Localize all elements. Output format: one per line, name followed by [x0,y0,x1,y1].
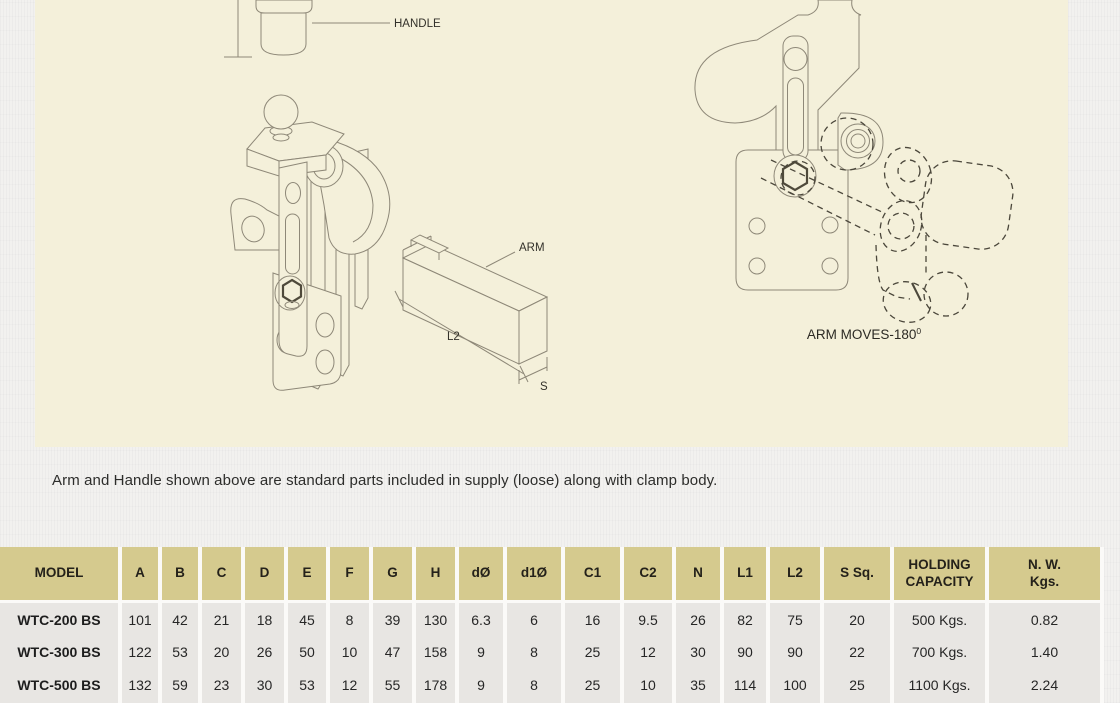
column-header: A [122,547,158,603]
value-cell: 12 [330,667,369,703]
value-cell: 114 [724,667,766,703]
column-header: D [245,547,284,603]
value-cell: 1.40 [989,637,1100,667]
column-header: N. W. Kgs. [989,547,1100,603]
value-cell: 55 [373,667,412,703]
arm-moves-label: ARM MOVES-1800 [807,326,922,342]
value-cell: 500 Kgs. [894,603,985,637]
model-cell: WTC-300 BS [0,637,118,667]
column-header: d1Ø [507,547,561,603]
column-header: C [202,547,241,603]
value-cell: 9 [459,667,503,703]
value-cell: 75 [770,603,820,637]
value-cell: 30 [676,637,720,667]
value-cell: 700 Kgs. [894,637,985,667]
technical-drawing: HANDLE [224,0,1014,393]
value-cell: 10 [330,637,369,667]
value-cell: 101 [122,603,158,637]
column-header: E [288,547,326,603]
arm-drawing: L2 S ARM [394,234,549,393]
value-cell: 130 [416,603,455,637]
value-cell: 100 [770,667,820,703]
drawing-panel: HANDLE [35,0,1068,447]
value-cell: 30 [245,667,284,703]
arm-label: ARM [519,242,545,254]
value-cell: 23 [202,667,241,703]
value-cell: 16 [565,603,620,637]
clamp-body-drawing [230,94,391,391]
value-cell: 47 [373,637,412,667]
value-cell: 132 [122,667,158,703]
value-cell: 53 [288,667,326,703]
caption-text: Arm and Handle shown above are standard … [52,472,718,489]
value-cell: 8 [507,637,561,667]
value-cell: 8 [330,603,369,637]
value-cell: 20 [202,637,241,667]
value-cell: 158 [416,637,455,667]
value-cell: 8 [507,667,561,703]
value-cell: 122 [122,637,158,667]
value-cell: 2.24 [989,667,1100,703]
model-cell: WTC-200 BS [0,603,118,637]
value-cell: 50 [288,637,326,667]
column-header: B [162,547,198,603]
value-cell: 25 [565,667,620,703]
value-cell: 9 [459,637,503,667]
l2-dimension-label: L2 [447,331,460,343]
column-header: C2 [624,547,672,603]
value-cell: 9.5 [624,603,672,637]
column-header: N [676,547,720,603]
column-header: H [416,547,455,603]
s-dimension-label: S [540,381,548,393]
value-cell: 20 [824,603,890,637]
value-cell: 10 [624,667,672,703]
value-cell: 26 [676,603,720,637]
column-header: C1 [565,547,620,603]
value-cell: 178 [416,667,455,703]
value-cell: 18 [245,603,284,637]
handle-drawing: HANDLE [224,0,441,58]
column-header: F [330,547,369,603]
value-cell: 45 [288,603,326,637]
value-cell: 59 [162,667,198,703]
value-cell: 6 [507,603,561,637]
column-header: MODEL [0,547,118,603]
column-header: L2 [770,547,820,603]
column-header: HOLDING CAPACITY [894,547,985,603]
value-cell: 90 [770,637,820,667]
value-cell: 90 [724,637,766,667]
value-cell: 35 [676,667,720,703]
value-cell: 0.82 [989,603,1100,637]
value-cell: 25 [824,667,890,703]
value-cell: 25 [565,637,620,667]
value-cell: 53 [162,637,198,667]
value-cell: 42 [162,603,198,637]
value-cell: 1100 Kgs. [894,667,985,703]
column-header: dØ [459,547,503,603]
model-cell: WTC-500 BS [0,667,118,703]
value-cell: 21 [202,603,241,637]
value-cell: 6.3 [459,603,503,637]
column-header: G [373,547,412,603]
value-cell: 22 [824,637,890,667]
column-header: L1 [724,547,766,603]
value-cell: 12 [624,637,672,667]
column-header: S Sq. [824,547,890,603]
handle-label: HANDLE [394,18,441,30]
value-cell: 39 [373,603,412,637]
value-cell: 82 [724,603,766,637]
side-view-drawing: ARM MOVES-1800 [694,0,1014,342]
value-cell: 26 [245,637,284,667]
